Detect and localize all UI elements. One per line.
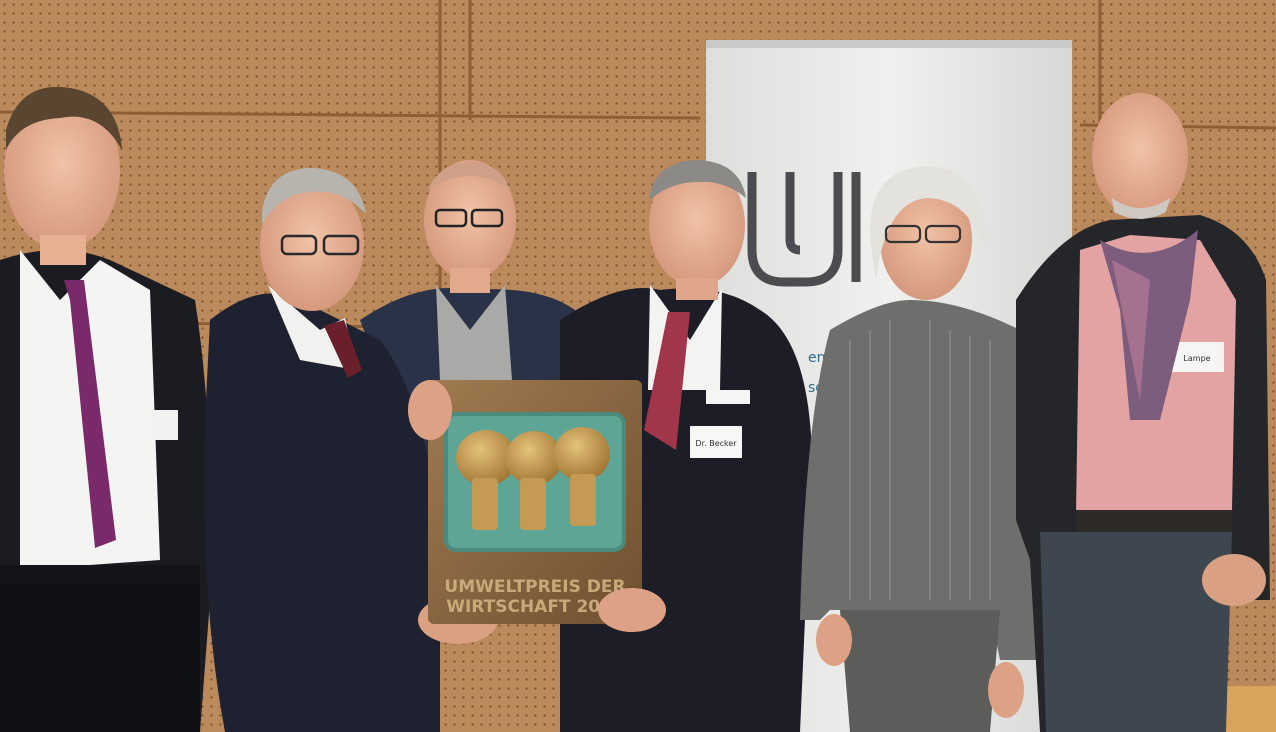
name-badge-text: Dr. Becker	[695, 439, 737, 448]
person-elder-man	[204, 168, 498, 732]
plaque-text-line2: WIRTSCHAFT 2021	[446, 597, 624, 617]
name-badge	[690, 426, 742, 458]
award-plaque: UMWELTPREIS DER WIRTSCHAFT 2021	[408, 380, 666, 632]
name-badge	[1170, 342, 1224, 372]
name-badge-text: Lampe	[1183, 354, 1210, 363]
person-woman	[800, 166, 1043, 732]
person-right-man: Lampe	[1016, 93, 1270, 732]
plaque-text-line1: UMWELTPREIS DER	[444, 577, 625, 597]
person-left-man	[0, 86, 211, 732]
